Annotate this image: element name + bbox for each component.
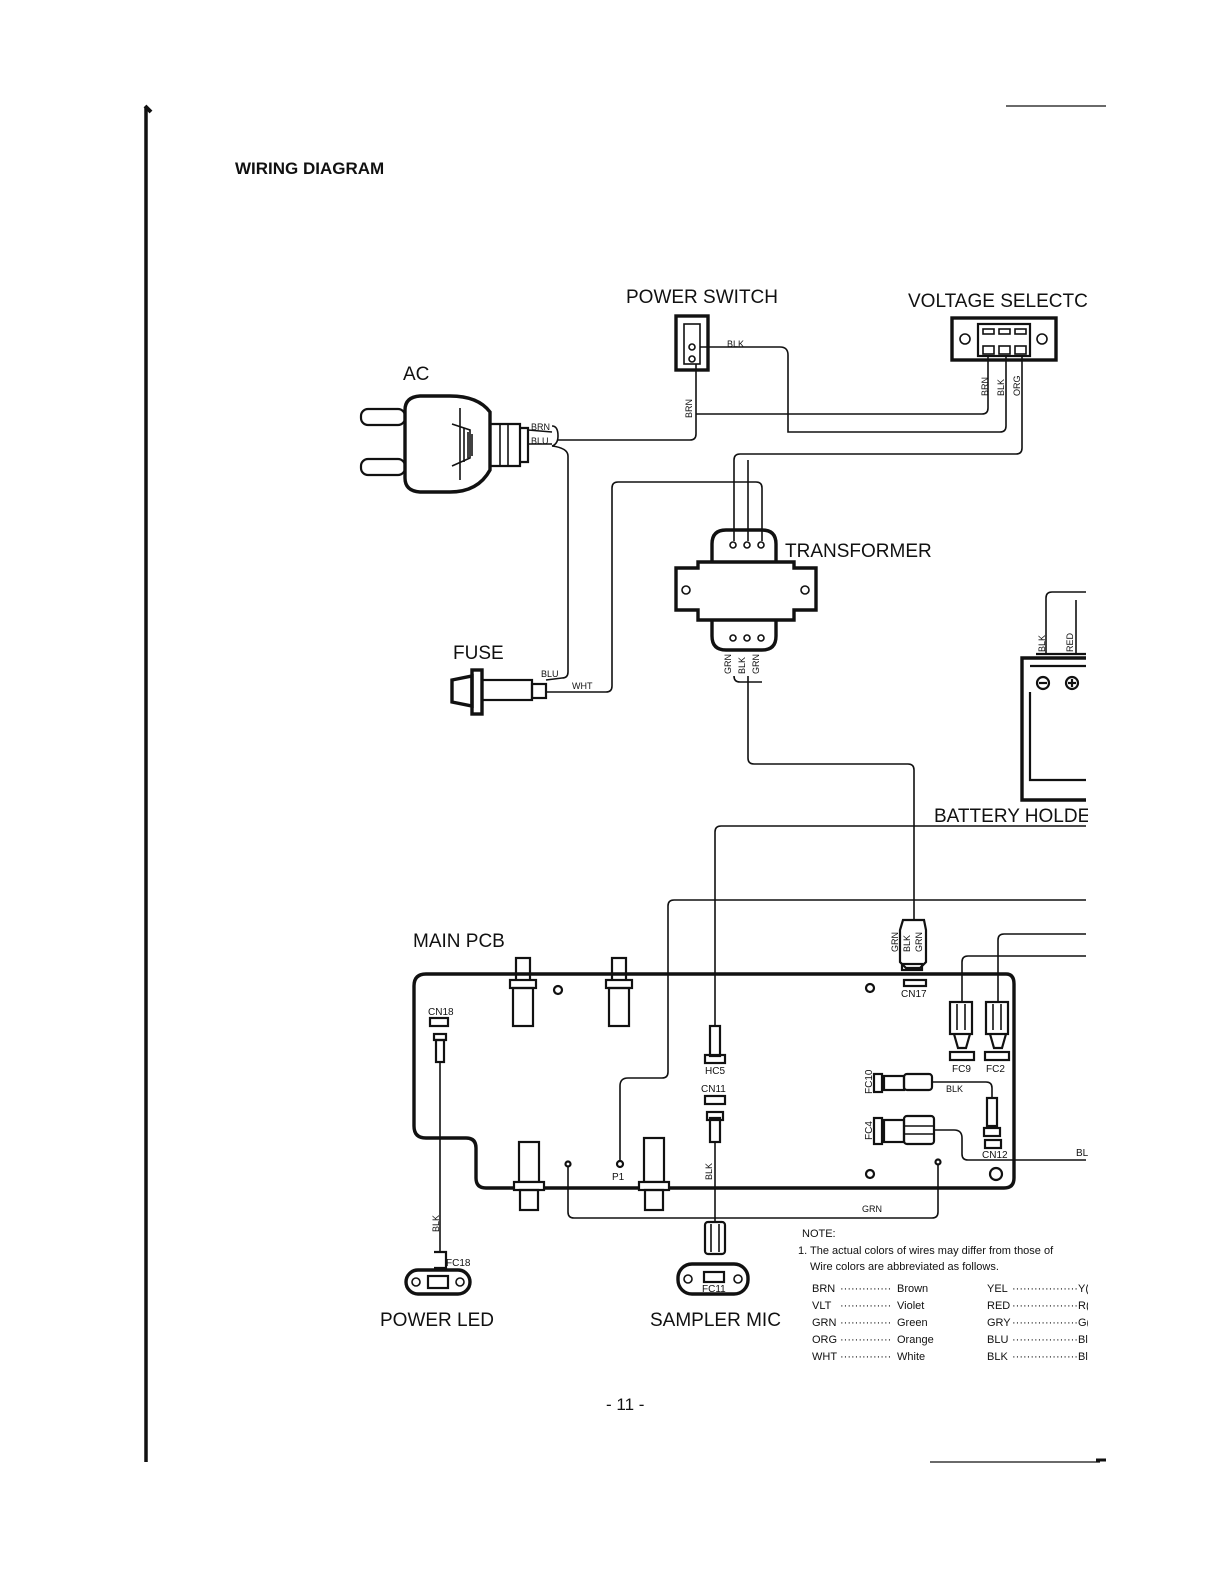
legend-name: Green (897, 1317, 928, 1329)
legend-dots: ·················· (1012, 1317, 1078, 1329)
led-blk-label: BLK (431, 1215, 441, 1232)
power-switch-label: POWER SWITCH (626, 287, 778, 308)
sampler-mic-label: SAMPLER MIC (650, 1310, 781, 1331)
legend-name: Brown (897, 1283, 928, 1295)
legend-dots: ·············· (840, 1317, 891, 1329)
cn17-grn2-label: GRN (914, 932, 924, 952)
legend-name: G( (1078, 1317, 1091, 1329)
transformer: TRANSFORMER GRN BLK GRN (674, 528, 932, 674)
right-bl-label: BL (1076, 1148, 1089, 1159)
legend-dots: ·············· (840, 1351, 891, 1363)
battery-holder: BATTERY HOLDE BLK RED (934, 632, 1090, 827)
power-led-label: POWER LED (380, 1310, 494, 1331)
tr-grn1-label: GRN (723, 654, 733, 674)
legend-dots: ·············· (840, 1300, 891, 1312)
fc11-label: FC11 (702, 1284, 726, 1295)
legend-name: Orange (897, 1334, 934, 1346)
ac-brn-wire-label: BRN (531, 422, 550, 432)
main-pcb: MAIN PCB CN18 CN17 GRN BLK GRN (412, 918, 1089, 1214)
legend-code: GRN (812, 1317, 837, 1329)
switch-blk-label: BLK (727, 339, 744, 349)
legend-code: BLK (987, 1351, 1008, 1363)
main-pcb-label: MAIN PCB (413, 931, 505, 952)
legend-name: Violet (897, 1300, 924, 1312)
mic-blk-label: BLK (704, 1163, 714, 1180)
page-title: WIRING DIAGRAM (235, 159, 384, 178)
fuse-label: FUSE (453, 643, 504, 664)
note-line-1: 1. The actual colors of wires may differ… (798, 1245, 1054, 1257)
legend-dots: ·················· (1012, 1334, 1078, 1346)
fc4-label: FC4 (864, 1121, 875, 1140)
bottom-grn-label: GRN (862, 1204, 882, 1214)
transformer-label: TRANSFORMER (785, 541, 932, 562)
fuse-wht-label: WHT (572, 681, 593, 691)
legend-dots: ·············· (840, 1283, 891, 1295)
ac-label: AC (403, 364, 429, 385)
legend-code: ORG (812, 1334, 837, 1346)
left-binding-edge-top (143, 104, 153, 114)
note-heading: NOTE: (802, 1228, 836, 1240)
wiring (439, 346, 1086, 1252)
voltage-selector: VOLTAGE SELECTC BRN BLK ORG (908, 291, 1088, 396)
legend-name: Y( (1078, 1283, 1089, 1295)
fuse: FUSE BLU WHT (450, 643, 593, 716)
legend-code: VLT (812, 1300, 832, 1312)
power-led: BLK FC18 POWER LED (380, 1215, 494, 1331)
p1-label: P1 (612, 1172, 625, 1183)
fc10-blk-label: BLK (946, 1084, 963, 1094)
bat-blk-label: BLK (1037, 635, 1047, 652)
hc5-label: HC5 (705, 1066, 725, 1077)
legend-dots: ·················· (1012, 1283, 1078, 1295)
legend-code: GRY (987, 1317, 1011, 1329)
legend-dots: ·············· (840, 1334, 891, 1346)
sampler-mic: FC11 SAMPLER MIC (650, 1220, 781, 1331)
fc2-label: FC2 (986, 1064, 1005, 1075)
note-line-2: Wire colors are abbreviated as follows. (810, 1261, 999, 1273)
right-crop-mask (1088, 280, 1224, 1400)
cn12-label: CN12 (982, 1150, 1008, 1161)
legend-name: White (897, 1351, 925, 1363)
cn18-label: CN18 (428, 1007, 454, 1018)
fuse-blu-label: BLU (541, 669, 559, 679)
vs-blk-label: BLK (996, 379, 1006, 396)
legend-name: Bl (1078, 1334, 1088, 1346)
ac-plug: AC BRN BLU (359, 364, 559, 494)
cn17-grn1-label: GRN (890, 932, 900, 952)
legend-code: RED (987, 1300, 1010, 1312)
cn17-blk-label: BLK (902, 935, 912, 952)
fc18-label: FC18 (446, 1258, 471, 1269)
power-switch: POWER SWITCH BLK BRN (626, 287, 778, 418)
page-number: - 11 - (606, 1395, 644, 1414)
vs-org-label: ORG (1012, 375, 1022, 396)
fc10-label: FC10 (864, 1069, 875, 1094)
legend-dots: ·················· (1012, 1300, 1078, 1312)
voltage-selector-label: VOLTAGE SELECTC (908, 291, 1088, 312)
bat-red-label: RED (1065, 632, 1075, 652)
vs-brn-label: BRN (980, 377, 990, 396)
switch-brn-label: BRN (684, 399, 694, 418)
legend-code: YEL (987, 1283, 1008, 1295)
note: NOTE: 1. The actual colors of wires may … (798, 1228, 1091, 1363)
legend-code: BRN (812, 1283, 835, 1295)
cn11-label: CN11 (701, 1084, 726, 1095)
tr-blk-label: BLK (737, 657, 747, 674)
cn17-label: CN17 (901, 989, 927, 1000)
fc9-label: FC9 (952, 1064, 971, 1075)
tr-grn2-label: GRN (751, 654, 761, 674)
legend-code: WHT (812, 1351, 837, 1363)
legend-name: Bl (1078, 1351, 1088, 1363)
ac-blu-wire-label: BLU (531, 436, 549, 446)
legend-code: BLU (987, 1334, 1008, 1346)
legend-dots: ·················· (1012, 1351, 1078, 1363)
legend-name: R( (1078, 1300, 1090, 1312)
battery-holder-label: BATTERY HOLDE (934, 806, 1090, 827)
